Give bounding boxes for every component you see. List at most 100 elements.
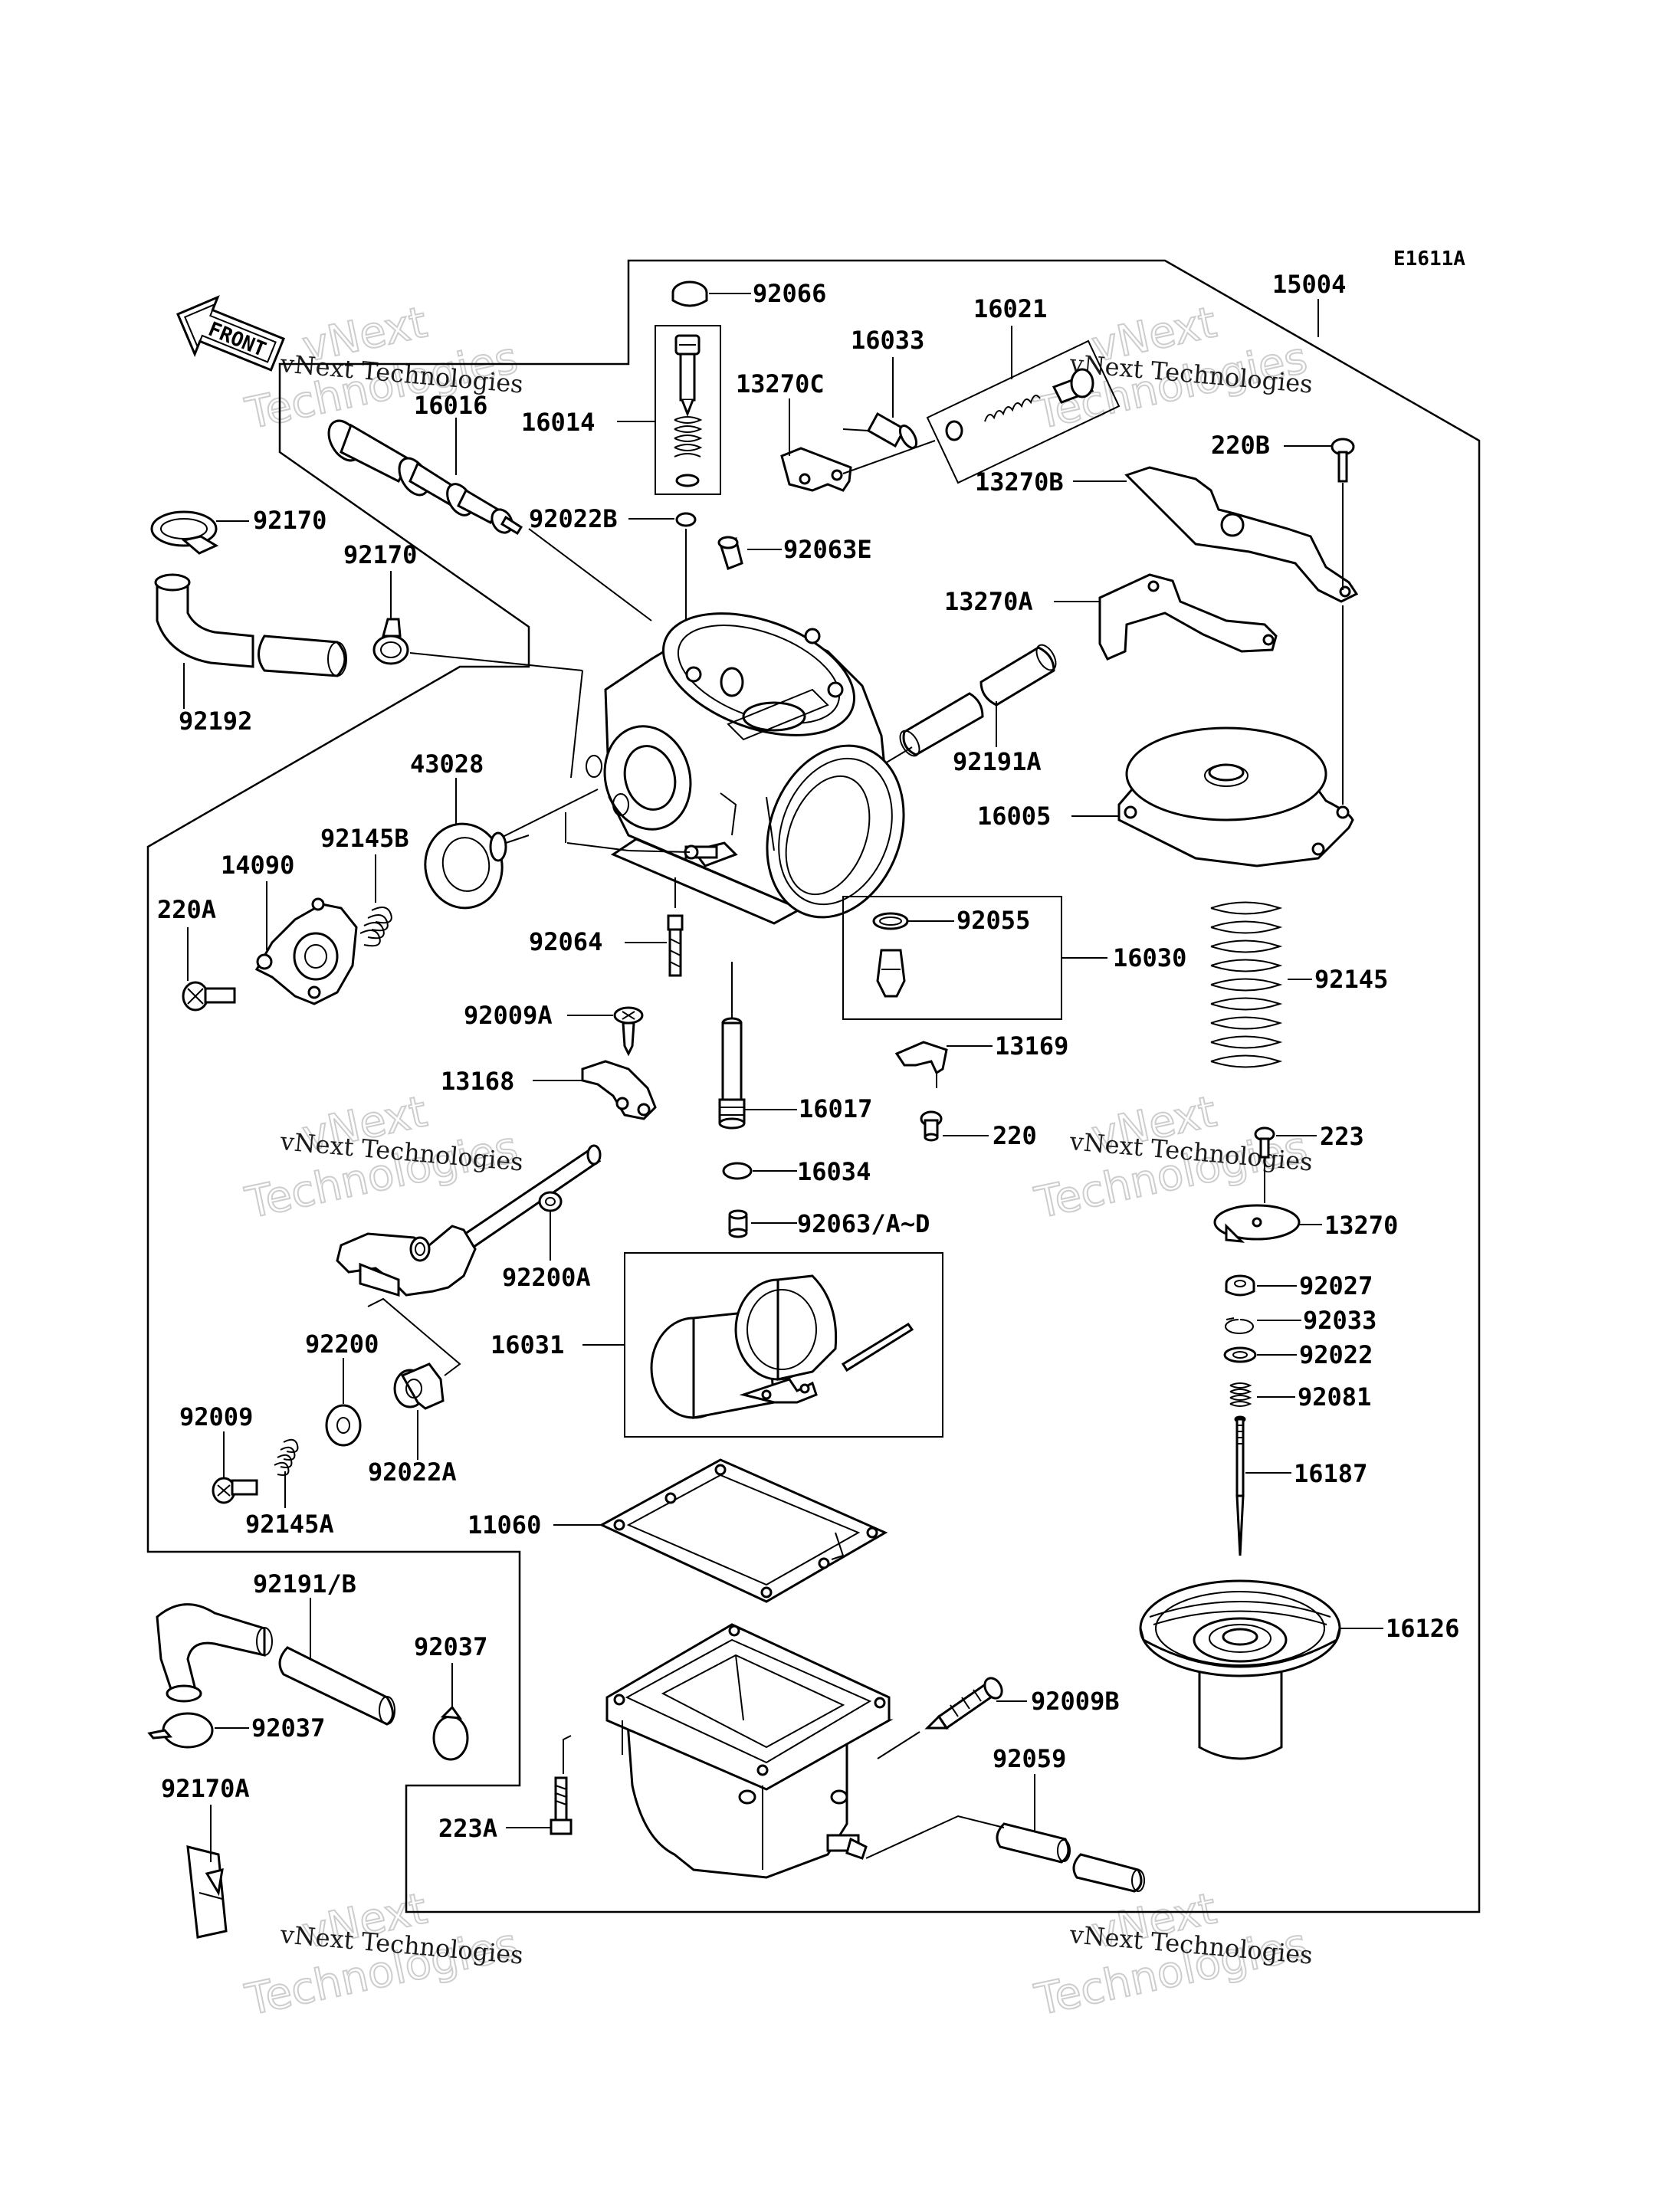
label-223A: 223A	[438, 1814, 497, 1843]
part-223A-screw	[550, 1776, 573, 1835]
part-92145B-spring	[359, 907, 392, 947]
label-16030: 16030	[1113, 943, 1186, 972]
label-92191B: 92191/B	[253, 1569, 356, 1599]
part-16034-oring	[722, 1162, 753, 1180]
part-92192-hose	[154, 573, 347, 677]
part-16017-jet	[718, 1017, 746, 1130]
part-14090-lever	[254, 897, 358, 1005]
part-16014-box	[655, 325, 721, 495]
part-13270A-bracket	[1098, 573, 1278, 661]
label-16021: 16021	[973, 294, 1047, 323]
label-92059: 92059	[993, 1744, 1066, 1773]
part-92066-cap	[671, 280, 708, 307]
label-92009: 92009	[179, 1402, 253, 1431]
part-13168-clamp	[581, 1060, 657, 1120]
part-92009B-screw	[924, 1677, 1003, 1730]
part-223-screw	[1254, 1126, 1275, 1159]
label-92009A: 92009A	[464, 1001, 553, 1030]
part-16014-screw	[674, 334, 703, 487]
label-14090: 14090	[221, 851, 294, 880]
part-16126-piston	[1139, 1579, 1341, 1760]
part-92022B-washer	[675, 512, 697, 527]
label-223: 223	[1320, 1122, 1364, 1151]
label-92200: 92200	[305, 1330, 379, 1359]
label-92037-left: 92037	[251, 1713, 325, 1743]
label-16005: 16005	[977, 802, 1051, 831]
part-92170-clamp-second	[372, 618, 409, 665]
label-220: 220	[993, 1121, 1037, 1150]
label-16033: 16033	[851, 326, 924, 355]
part-16021-components	[945, 368, 1094, 441]
part-16016-plunger	[327, 419, 523, 536]
label-13270C: 13270C	[736, 369, 825, 398]
label-13270: 13270	[1324, 1211, 1398, 1240]
assembly-outline	[146, 259, 1481, 1913]
part-92145-spring	[1210, 901, 1283, 1068]
label-92170-second: 92170	[343, 540, 417, 569]
part-43028-diaphragm	[424, 822, 530, 910]
label-13270B: 13270B	[975, 467, 1064, 497]
part-220B-screw	[1331, 438, 1355, 483]
part-16021-box	[926, 339, 1121, 484]
label-92145A: 92145A	[245, 1510, 334, 1539]
part-92033-clip	[1225, 1317, 1254, 1334]
label-92063E: 92063E	[783, 535, 872, 564]
part-92064-screw	[667, 914, 684, 977]
label-16034: 16034	[797, 1157, 871, 1186]
carburetor-body	[586, 612, 905, 925]
part-16187-needle	[1234, 1415, 1246, 1556]
part-92063E-screw	[717, 536, 743, 570]
label-92170A: 92170A	[161, 1774, 250, 1803]
label-16014: 16014	[521, 408, 595, 437]
part-92063-jet	[728, 1209, 748, 1238]
label-92022B: 92022B	[529, 504, 618, 533]
part-92022A-collar	[393, 1362, 445, 1410]
label-92037-right: 92037	[414, 1632, 487, 1661]
label-16016: 16016	[414, 391, 487, 420]
label-13168: 13168	[441, 1067, 514, 1096]
part-throttle-shaft	[336, 1144, 602, 1297]
part-16005-cover	[1117, 726, 1354, 867]
label-13169: 13169	[995, 1031, 1068, 1061]
label-92145B: 92145B	[320, 824, 409, 853]
label-92063AD: 92063/A~D	[797, 1209, 930, 1238]
part-11060-gasket	[599, 1458, 888, 1603]
label-16031: 16031	[491, 1330, 564, 1359]
part-16031-valve	[650, 1274, 914, 1419]
part-92022-washer	[1223, 1346, 1257, 1363]
label-11060: 11060	[468, 1510, 541, 1540]
label-13270A: 13270A	[944, 587, 1033, 616]
part-92200A-washer	[538, 1191, 563, 1212]
label-92027: 92027	[1299, 1271, 1373, 1300]
label-16126: 16126	[1386, 1614, 1459, 1643]
label-92191A: 92191A	[953, 747, 1042, 776]
label-92170-top: 92170	[253, 506, 326, 535]
label-92200A: 92200A	[502, 1263, 591, 1292]
label-92033: 92033	[1303, 1306, 1376, 1335]
front-arrow: FRONT	[176, 295, 285, 372]
label-220B: 220B	[1211, 431, 1270, 460]
label-220A: 220A	[157, 895, 216, 924]
part-92037-clip-left	[147, 1712, 214, 1749]
part-13270C-bracket	[780, 440, 936, 492]
part-92027-washer	[1225, 1274, 1255, 1297]
part-92191A-hose	[899, 644, 1057, 757]
label-92192: 92192	[179, 707, 252, 736]
part-92009-screw	[212, 1477, 258, 1504]
part-13270B-bracket	[1124, 466, 1359, 603]
diagram-code: E1611A	[1393, 248, 1465, 271]
part-92145A-spring	[274, 1438, 299, 1476]
part-92170-clamp-top	[150, 510, 219, 555]
label-92022A: 92022A	[368, 1458, 457, 1487]
label-92081: 92081	[1298, 1382, 1371, 1412]
part-92055-valve	[872, 912, 909, 998]
part-92191B-hose	[156, 1603, 395, 1726]
label-92022: 92022	[1299, 1340, 1373, 1369]
label-16017: 16017	[799, 1094, 872, 1123]
part-220A-screw	[182, 981, 236, 1012]
part-float-bowl	[605, 1623, 894, 1879]
part-92170A-clamp	[186, 1845, 228, 1939]
part-220-screw	[920, 1110, 943, 1142]
label-15004: 15004	[1272, 270, 1346, 299]
